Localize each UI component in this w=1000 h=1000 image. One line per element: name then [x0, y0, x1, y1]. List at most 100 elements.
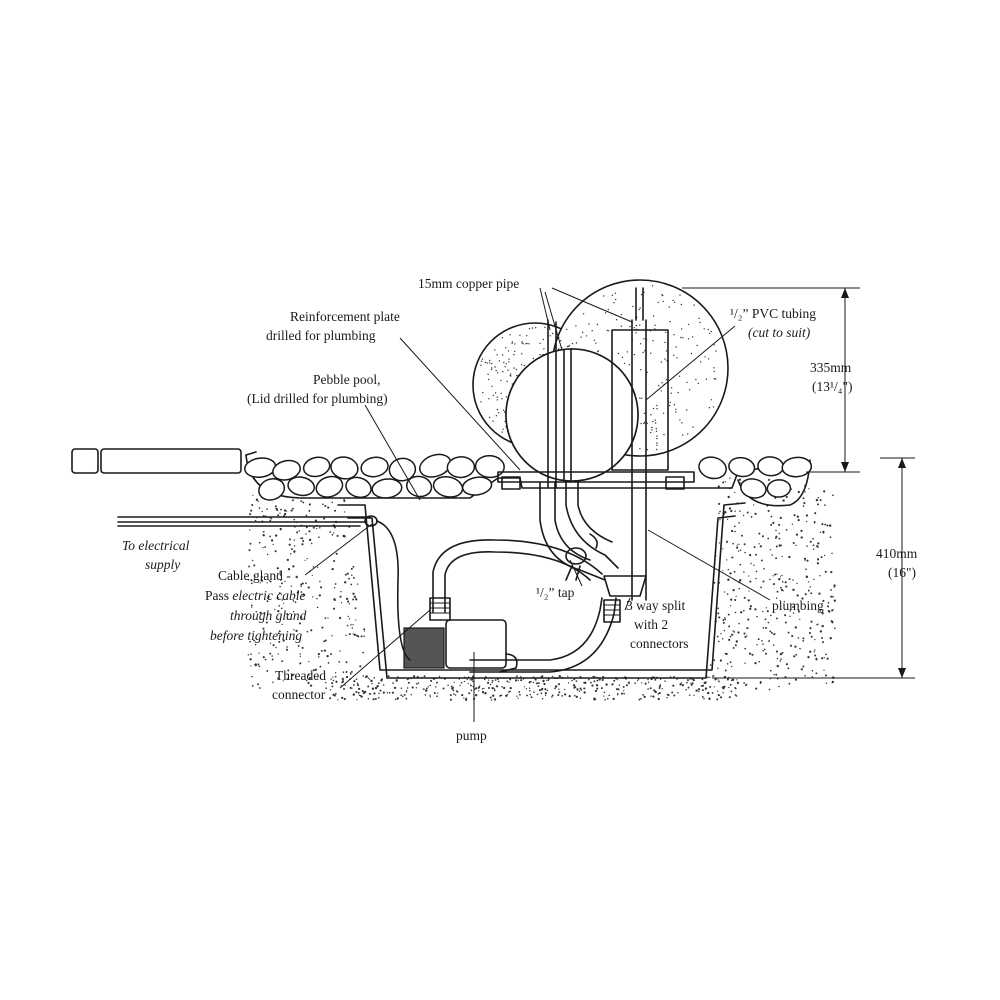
soil-dot [728, 686, 730, 689]
soil-dot [567, 682, 570, 684]
soil-dot [739, 510, 741, 512]
soil-dot [803, 502, 806, 505]
label-electrical-2: supply [145, 557, 180, 572]
soil-dot [762, 643, 764, 645]
soil-dot [564, 693, 567, 696]
soil-dot [716, 635, 719, 638]
sphere-texture-dot [652, 315, 655, 317]
soil-dot [324, 681, 327, 684]
soil-dot [526, 694, 528, 697]
soil-dot [400, 687, 403, 689]
sphere-texture-dot [596, 323, 599, 326]
soil-dot [815, 672, 818, 675]
soil-dot [765, 652, 767, 655]
soil-dot [827, 601, 830, 604]
soil-dot [388, 691, 391, 694]
sphere-texture-dot [635, 324, 637, 327]
soil-dot [824, 674, 827, 677]
soil-dot [722, 570, 724, 572]
soil-dot [717, 679, 719, 681]
soil-dot [735, 695, 738, 697]
soil-dot [809, 650, 812, 653]
soil-dot [305, 526, 308, 529]
sphere-texture-dot [626, 351, 629, 353]
soil-dot [269, 519, 272, 522]
soil-dot [686, 679, 689, 682]
soil-dot [792, 606, 795, 608]
soil-dot [300, 500, 303, 502]
sphere-texture-dot [641, 397, 643, 399]
soil-dot [775, 535, 778, 538]
soil-dot [350, 567, 353, 570]
soil-dot [676, 678, 678, 680]
soil-dot [251, 604, 253, 607]
soil-dot [727, 495, 730, 499]
soil-dot [497, 680, 500, 683]
soil-dot [681, 684, 684, 687]
sphere-texture-dot [514, 343, 516, 345]
soil-dot [735, 595, 737, 597]
pebble [766, 479, 792, 498]
soil-dot [529, 693, 532, 696]
soil-dot [808, 488, 810, 490]
sphere-texture-dot [496, 396, 498, 398]
soil-dot [517, 679, 519, 681]
sphere-texture-dot [614, 292, 617, 294]
soil-dot [469, 679, 471, 681]
soil-dot [583, 687, 586, 690]
soil-dot [248, 565, 250, 568]
soil-dot [542, 679, 545, 683]
soil-dot [717, 485, 720, 488]
soil-dot [508, 690, 511, 693]
soil-dot [395, 680, 398, 682]
label-pvc-2: (cut to suit) [748, 325, 811, 340]
sphere-texture-dot [501, 398, 503, 400]
sphere-texture-dot [615, 298, 617, 301]
sphere-texture-dot [658, 385, 660, 387]
sphere-texture-dot [677, 391, 679, 394]
soil-dot [724, 669, 727, 672]
soil-dot [463, 680, 466, 683]
soil-dot [787, 631, 790, 634]
soil-dot [753, 564, 755, 566]
sphere-texture-dot [679, 294, 681, 296]
soil-dot [759, 545, 763, 548]
soil-dot [333, 598, 336, 601]
soil-dot [831, 552, 833, 555]
soil-dot [546, 689, 549, 692]
soil-dot [307, 586, 310, 589]
soil-dot [641, 682, 643, 684]
sphere-texture-dot [503, 361, 505, 364]
soil-dot [341, 696, 344, 700]
sphere-texture-dot [521, 353, 523, 355]
soil-dot [748, 575, 750, 577]
soil-dot [801, 597, 804, 600]
soil-dot [778, 685, 780, 688]
sphere-texture-dot [664, 358, 666, 360]
soil-dot [802, 505, 805, 507]
soil-dot [325, 687, 328, 690]
soil-dot [270, 517, 273, 520]
soil-dot [363, 635, 365, 638]
soil-dot [330, 653, 332, 656]
sphere-texture-dot [505, 396, 508, 398]
soil-dot [713, 686, 715, 688]
soil-dot [343, 697, 346, 701]
soil-dot [691, 682, 694, 685]
soil-dot [703, 681, 706, 685]
soil-dot [304, 559, 306, 561]
soil-dot [732, 630, 734, 632]
soil-dot [281, 599, 284, 601]
soil-dot [298, 622, 301, 625]
sphere-texture-dot [492, 394, 494, 397]
soil-dot [301, 543, 304, 546]
soil-dot [272, 681, 274, 684]
soil-dot [775, 545, 778, 548]
tap [565, 533, 598, 581]
sphere-texture-dot [506, 380, 508, 383]
soil-dot [281, 660, 284, 663]
soil-dot [288, 543, 291, 546]
soil-dot [748, 652, 752, 655]
soil-dot [719, 510, 721, 513]
soil-dot [535, 682, 538, 685]
